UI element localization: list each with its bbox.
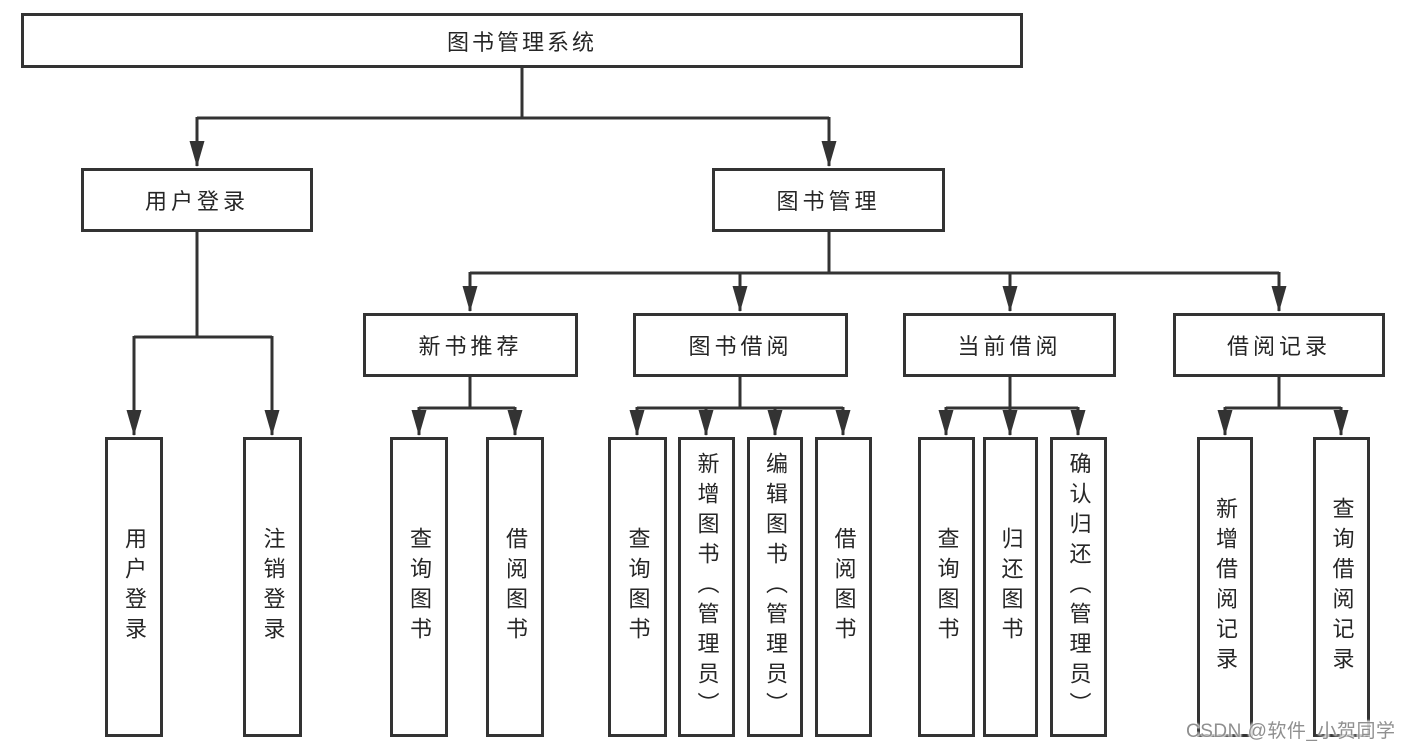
leaf-label: 用户登录 xyxy=(122,527,147,647)
node-leaf-borrow-borrow-books: 借阅图书 xyxy=(815,437,872,737)
node-leaf-borrow-add-books-admin: 新增图书（管理员） xyxy=(678,437,735,737)
leaf-label: 新增图书（管理员） xyxy=(694,452,720,722)
leaf-label: 借阅图书 xyxy=(503,527,528,647)
leaf-label: 注销登录 xyxy=(260,527,286,647)
node-book-management: 图书管理 xyxy=(712,168,945,232)
leaf-label: 编辑图书（管理员） xyxy=(763,452,788,722)
node-borrow-records: 借阅记录 xyxy=(1173,313,1385,377)
node-root: 图书管理系统 xyxy=(21,13,1023,68)
node-book-borrow: 图书借阅 xyxy=(633,313,848,377)
leaf-label: 新增借阅记录 xyxy=(1213,497,1238,677)
node-leaf-records-add-record: 新增借阅记录 xyxy=(1197,437,1253,737)
leaf-label: 查询图书 xyxy=(407,527,432,647)
node-leaf-logout: 注销登录 xyxy=(243,437,302,737)
leaf-label: 确认归还（管理员） xyxy=(1066,452,1092,722)
leaf-label: 查询借阅记录 xyxy=(1329,497,1355,677)
node-user-login: 用户登录 xyxy=(81,168,313,232)
leaf-label: 归还图书 xyxy=(998,527,1024,647)
node-leaf-current-query-books: 查询图书 xyxy=(918,437,975,737)
node-leaf-current-confirm-return-admin: 确认归还（管理员） xyxy=(1050,437,1107,737)
leaf-label: 查询图书 xyxy=(934,527,960,647)
node-leaf-borrow-query-books: 查询图书 xyxy=(608,437,667,737)
node-leaf-user-login: 用户登录 xyxy=(105,437,163,737)
leaf-label: 借阅图书 xyxy=(831,527,857,647)
node-leaf-newrec-query-books: 查询图书 xyxy=(390,437,448,737)
node-leaf-current-return-books: 归还图书 xyxy=(983,437,1038,737)
leaf-label: 查询图书 xyxy=(625,527,651,647)
node-leaf-borrow-edit-books-admin: 编辑图书（管理员） xyxy=(747,437,803,737)
node-current-borrow: 当前借阅 xyxy=(903,313,1116,377)
node-leaf-newrec-borrow-books: 借阅图书 xyxy=(486,437,544,737)
node-leaf-records-query-record: 查询借阅记录 xyxy=(1313,437,1370,737)
node-new-book-recommend: 新书推荐 xyxy=(363,313,578,377)
csdn-watermark: CSDN @软件_小贺同学 xyxy=(1186,721,1396,742)
